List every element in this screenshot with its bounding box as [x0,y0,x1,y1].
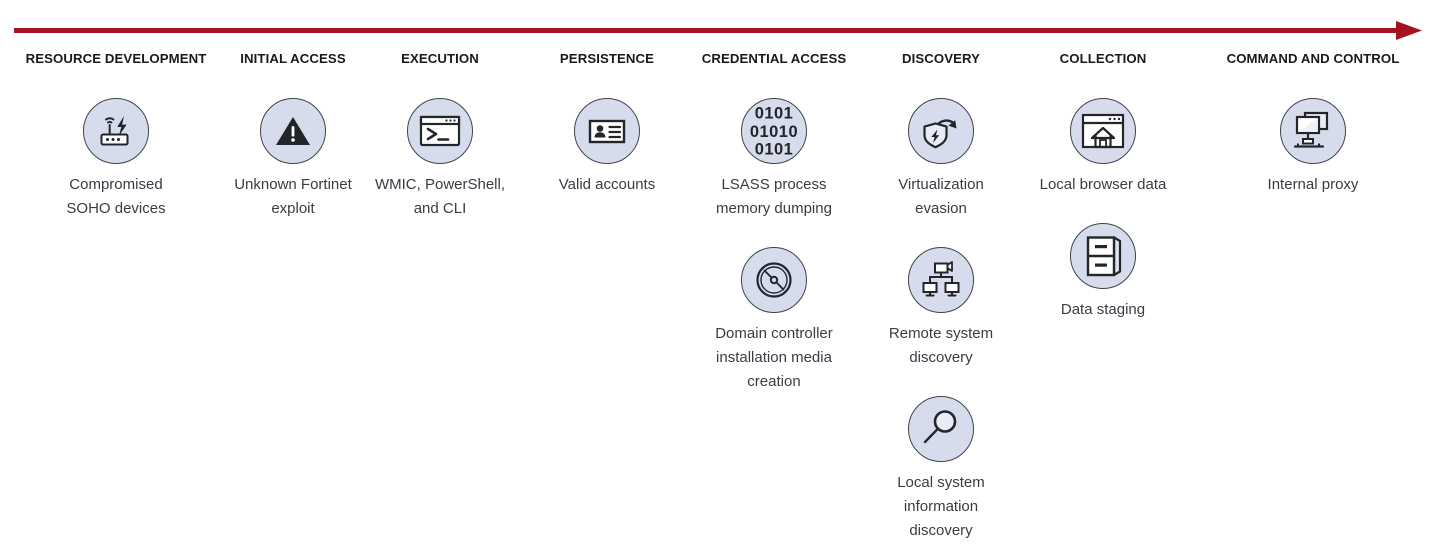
column-title: COLLECTION [1059,51,1147,66]
svg-text:0101: 0101 [755,104,794,122]
technique-card[interactable]: 0101 01010 0101 LSASS process memory dum… [688,98,860,221]
column-resource-development: RESOURCE DEVELOPMENT [0,44,232,546]
monitors-network-icon [1280,98,1346,164]
column-discovery: DISCOVERY Virtualization evasion [860,44,1022,546]
technique-label: Remote system discovery [888,325,994,366]
column-cards: Virtualization evasion [860,98,1022,543]
column-cards: Valid accounts [526,98,688,197]
column-title: CREDENTIAL ACCESS [701,51,847,66]
svg-text:0101: 0101 [755,140,794,158]
column-cards: Local browser data Data staging [1022,98,1184,322]
technique-card[interactable]: Local browser data [1022,98,1184,197]
technique-card[interactable]: Valid accounts [526,98,688,197]
column-title: PERSISTENCE [559,51,655,66]
column-initial-access: INITIAL ACCESS Unknown Fortinet exploit [232,44,354,546]
timeline-arrow [0,18,1442,44]
router-wifi-bolt-icon [83,98,149,164]
column-title: INITIAL ACCESS [240,51,346,66]
column-cards: Compromised SOHO devices [0,98,232,221]
browser-home-icon [1070,98,1136,164]
technique-label: Local browser data [1039,176,1167,193]
technique-label: LSASS process memory dumping [716,176,832,217]
technique-card[interactable]: Internal proxy [1184,98,1442,197]
technique-label: Valid accounts [558,176,656,193]
column-execution: EXECUTION WMIC, PowerShell, and CLI [354,44,526,546]
technique-label: Domain controller installation media cre… [715,325,833,390]
technique-label: WMIC, PowerShell, and CLI [374,176,506,217]
technique-label: Data staging [1060,301,1146,318]
technique-label: Internal proxy [1267,176,1359,193]
warning-triangle-icon [260,98,326,164]
svg-text:01010: 01010 [750,123,798,141]
technique-label: Virtualization evasion [898,176,984,217]
technique-card[interactable]: Unknown Fortinet exploit [232,98,354,221]
technique-label: Compromised SOHO devices [66,176,166,217]
column-cards: 0101 01010 0101 LSASS process memory dum… [688,98,860,394]
technique-card[interactable]: Data staging [1022,223,1184,322]
column-cards: Unknown Fortinet exploit [232,98,354,221]
technique-card[interactable]: WMIC, PowerShell, and CLI [354,98,526,221]
column-collection: COLLECTION Local browser data [1022,44,1184,546]
attack-chain-board: RESOURCE DEVELOPMENT [0,44,1442,546]
column-cards: Internal proxy [1184,98,1442,197]
column-title: RESOURCE DEVELOPMENT [25,51,207,66]
column-title: DISCOVERY [901,51,981,66]
technique-card[interactable]: Remote system discovery [860,247,1022,370]
file-cabinet-icon [1070,223,1136,289]
magnifier-icon [908,396,974,462]
id-card-icon [574,98,640,164]
optical-disc-icon [741,247,807,313]
binary-digits-icon: 0101 01010 0101 [741,98,807,164]
technique-card[interactable]: Domain controller installation media cre… [688,247,860,394]
column-title: COMMAND AND CONTROL [1226,51,1400,66]
column-cards: WMIC, PowerShell, and CLI [354,98,526,221]
column-credential-access: CREDENTIAL ACCESS 0101 01010 0101 LSASS … [688,44,860,546]
shield-bolt-arrow-icon [908,98,974,164]
column-persistence: PERSISTENCE Valid accounts [526,44,688,546]
technique-label: Local system information discovery [897,474,985,539]
technique-label: Unknown Fortinet exploit [234,176,352,217]
technique-card[interactable]: Virtualization evasion [860,98,1022,221]
terminal-window-icon [407,98,473,164]
technique-card[interactable]: Local system information discovery [860,396,1022,543]
network-nodes-icon [908,247,974,313]
technique-card[interactable]: Compromised SOHO devices [0,98,232,221]
column-command-and-control: COMMAND AND CONTROL Internal proxy [1184,44,1442,546]
column-title: EXECUTION [401,51,479,66]
